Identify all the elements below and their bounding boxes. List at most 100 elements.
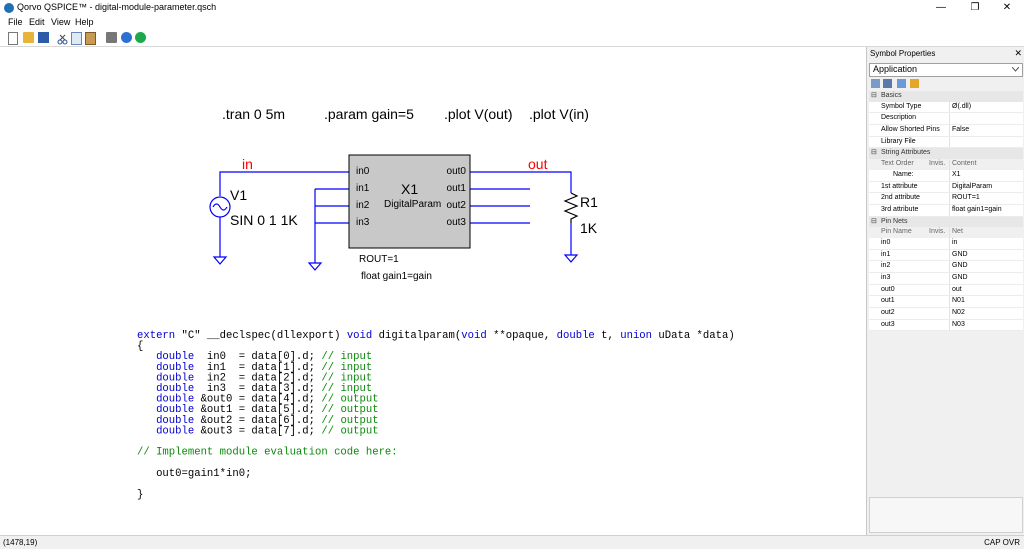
cursor-coordinates: (1478,19): [3, 538, 38, 547]
menu-help[interactable]: Help: [75, 17, 94, 27]
menu-view[interactable]: View: [51, 17, 71, 27]
tran-directive[interactable]: .tran 0 5m: [222, 106, 285, 122]
pin-in0: in0: [356, 166, 370, 177]
menu-bar: File Edit View Help: [0, 16, 1024, 29]
keyboard-modes: CAP OVR: [984, 538, 1020, 547]
plot-out-directive[interactable]: .plot V(out): [444, 106, 512, 122]
save-icon[interactable]: [38, 32, 49, 43]
qspice-app-icon: [4, 3, 14, 13]
code-line: double in2 = data[2].d; // input: [137, 372, 372, 384]
symbol-properties-panel: Symbol Properties ✕ Application ⊟Basics …: [866, 47, 1024, 535]
qspice-icon[interactable]: [135, 32, 146, 43]
chevron-down-icon[interactable]: [1012, 67, 1019, 72]
pin-out0: out0: [447, 166, 467, 177]
section-basics[interactable]: ⊟Basics: [869, 91, 1023, 102]
code-line: }: [137, 489, 143, 501]
x1-type: DigitalParam: [384, 199, 441, 210]
paste-icon[interactable]: [85, 32, 96, 45]
properties-icon[interactable]: [897, 79, 906, 88]
pin-out1: out1: [447, 183, 467, 194]
maximize-button[interactable]: ❐: [970, 2, 980, 13]
cut-icon[interactable]: [57, 32, 68, 45]
schematic-canvas[interactable]: .tran 0 5m .param gain=5 .plot V(out) .p…: [0, 47, 864, 535]
code-line: out0=gain1*in0;: [137, 468, 251, 480]
param-directive[interactable]: .param gain=5: [324, 106, 414, 122]
voltage-source-v1[interactable]: [209, 196, 231, 218]
x1-attr-gain[interactable]: float gain1=gain: [361, 271, 432, 282]
code-line: double in3 = data[3].d; // input: [137, 383, 372, 395]
prop-row[interactable]: Library File: [869, 136, 1023, 149]
categorized-icon[interactable]: [871, 79, 880, 88]
code-line: extern "C" __declspec(dllexport) void di…: [137, 330, 735, 342]
code-line: {: [137, 341, 143, 353]
code-line: // Implement module evaluation code here…: [137, 447, 398, 459]
panel-toolbar: [869, 78, 1021, 90]
sort-alpha-icon[interactable]: [883, 79, 892, 88]
wires: [219, 171, 572, 263]
component-selector[interactable]: Application: [869, 63, 1023, 77]
minimize-button[interactable]: —: [936, 2, 946, 13]
menu-edit[interactable]: Edit: [29, 17, 45, 27]
section-pin-nets[interactable]: ⊟Pin Nets: [869, 216, 1023, 228]
r1-name: R1: [580, 194, 598, 210]
panel-title: Symbol Properties: [870, 49, 936, 58]
selector-value: Application: [873, 64, 918, 74]
code-line: double &out0 = data[4].d; // output: [137, 394, 379, 406]
v1-value: SIN 0 1 1K: [230, 212, 298, 228]
property-description-box: [869, 497, 1023, 533]
events-icon[interactable]: [910, 79, 919, 88]
panel-close-icon[interactable]: ✕: [1014, 48, 1022, 58]
status-bar: (1478,19) CAP OVR: [0, 535, 1024, 549]
code-line: double &out1 = data[5].d; // output: [137, 404, 379, 416]
code-line: double in0 = data[0].d; // input: [137, 351, 372, 363]
plot-in-directive[interactable]: .plot V(in): [529, 106, 589, 122]
section-string-attributes[interactable]: ⊟String Attributes: [869, 148, 1023, 160]
pin-in2: in2: [356, 200, 370, 211]
net-label-out[interactable]: out: [528, 156, 548, 172]
code-block[interactable]: extern "C" __declspec(dllexport) void di…: [0, 47, 735, 501]
copy-icon[interactable]: [71, 32, 82, 45]
prop-row[interactable]: Name:X1: [869, 169, 1023, 182]
code-line: double in1 = data[1].d; // input: [137, 362, 372, 374]
help-icon[interactable]: [121, 32, 132, 43]
pin-out3: out3: [447, 217, 467, 228]
pin-out2: out2: [447, 200, 467, 211]
prop-row[interactable]: Description: [869, 113, 1023, 126]
code-line: double &out2 = data[6].d; // output: [137, 415, 379, 427]
v1-name: V1: [230, 187, 247, 203]
window-title: Qorvo QSPICE™ - digital-module-parameter…: [17, 2, 217, 12]
x1-block[interactable]: [348, 154, 471, 249]
pin-in3: in3: [356, 217, 370, 228]
close-button[interactable]: ✕: [1002, 2, 1012, 13]
x1-attr-rout[interactable]: ROUT=1: [359, 254, 399, 265]
net-label-in[interactable]: in: [242, 156, 253, 172]
menu-file[interactable]: File: [8, 17, 23, 27]
pin-in1: in1: [356, 183, 370, 194]
code-line: double &out3 = data[7].d; // output: [137, 425, 379, 437]
open-folder-icon[interactable]: [23, 32, 34, 43]
r1-value: 1K: [580, 220, 598, 236]
toolbar: [0, 30, 1024, 47]
resistor-r1[interactable]: [563, 192, 579, 223]
new-file-icon[interactable]: [8, 32, 18, 45]
print-icon[interactable]: [106, 32, 117, 43]
x1-name: X1: [401, 181, 418, 197]
title-bar: Qorvo QSPICE™ - digital-module-parameter…: [0, 0, 1024, 16]
ground-symbols: [212, 254, 579, 271]
